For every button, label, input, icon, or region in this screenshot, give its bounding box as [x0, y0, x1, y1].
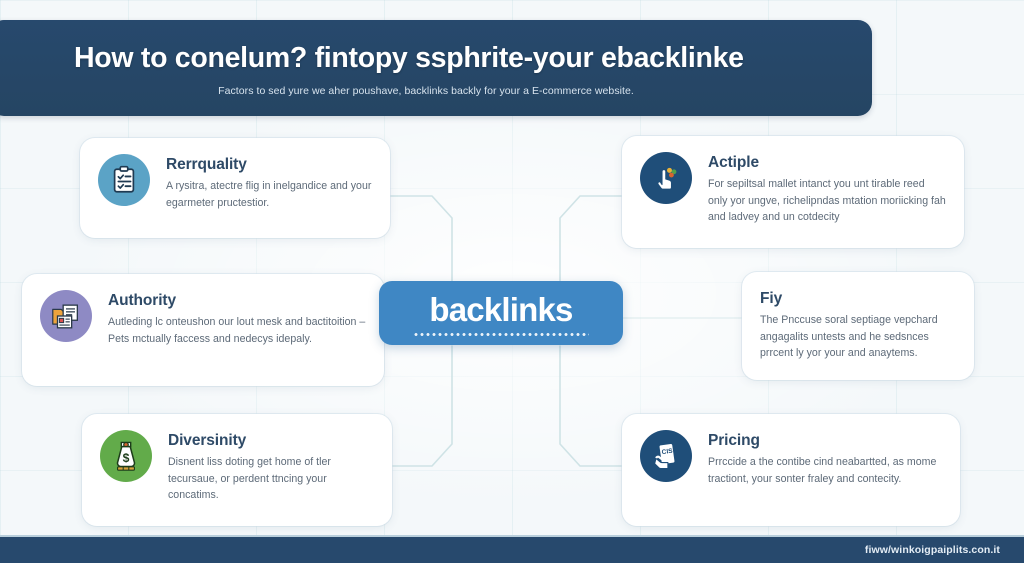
page-subtitle: Factors to sed yure we aher poushave, ba…: [218, 85, 634, 98]
hand-holding-phone-icon-bg: CIS: [640, 430, 692, 482]
card-body: Actiple For sepiltsal mallet intanct you…: [708, 152, 946, 226]
card-body: Authority Autleding lc onteushon our lou…: [108, 290, 366, 347]
card-description: A rysitra, atectre flig in inelgandice a…: [166, 179, 372, 209]
hand-holding-phone-icon: CIS: [654, 442, 676, 470]
card-body: Pricing Prrccide a the contibe cind neab…: [708, 430, 942, 487]
card-title: Pricing: [708, 432, 760, 449]
card-description: The Pnccuse soral septiage vepchard anga…: [760, 313, 938, 360]
card-diversinity[interactable]: $ Diversinity Disnent liss doting get ho…: [82, 414, 392, 526]
center-badge-backlinks[interactable]: backlinks: [379, 281, 623, 345]
header-banner: How to conelum? fintopy ssphrite-your eb…: [0, 20, 872, 116]
card-title: Fiy: [760, 290, 783, 307]
documents-folder-icon-bg: [40, 290, 92, 342]
hand-click-icon: [657, 167, 677, 190]
documents-folder-icon: [52, 304, 78, 329]
money-bag-dollar-icon-bg: $: [100, 430, 152, 482]
money-bag-dollar-icon: $: [116, 441, 136, 471]
card-fiy[interactable]: Fiy The Pnccuse soral septiage vepchard …: [742, 272, 974, 380]
svg-text:$: $: [123, 451, 130, 465]
footer-bar: fiww/winkoigpaiplits.con.it: [0, 535, 1024, 563]
clipboard-checklist-icon-bg: [98, 154, 150, 206]
card-title: Diversinity: [168, 432, 247, 449]
card-description: Prrccide a the contibe cind neabartted, …: [708, 455, 937, 485]
card-title: Rerrquality: [166, 156, 247, 173]
footer-url[interactable]: fiww/winkoigpaiplits.con.it: [864, 544, 1000, 556]
card-body: Rerrquality A rysitra, atectre flig in i…: [166, 154, 372, 211]
page-title: How to conelum? fintopy ssphrite-your eb…: [74, 41, 744, 74]
card-authority[interactable]: Authority Autleding lc onteushon our lou…: [22, 274, 384, 386]
card-description: For sepiltsal mallet intanct you unt tir…: [708, 177, 946, 224]
card-description: Autleding lc onteushon our lout mesk and…: [108, 315, 366, 345]
svg-text:CIS: CIS: [661, 448, 673, 457]
clipboard-checklist-icon: [113, 165, 135, 193]
card-pricing[interactable]: CIS Pricing Prrccide a the contibe cind …: [622, 414, 960, 526]
hand-click-icon-bg: [640, 152, 692, 204]
card-title: Actiple: [708, 154, 759, 171]
card-title: Authority: [108, 292, 176, 309]
center-badge-label: backlinks: [429, 290, 573, 328]
card-body: Diversinity Disnent liss doting get home…: [168, 430, 374, 504]
card-rerrquality[interactable]: Rerrquality A rysitra, atectre flig in i…: [80, 138, 390, 238]
card-description: Disnent liss doting get home of tler tec…: [168, 455, 331, 502]
badge-dotted-underline: [413, 332, 589, 336]
card-body: Fiy The Pnccuse soral septiage vepchard …: [758, 288, 956, 362]
card-actiple[interactable]: Actiple For sepiltsal mallet intanct you…: [622, 136, 964, 248]
